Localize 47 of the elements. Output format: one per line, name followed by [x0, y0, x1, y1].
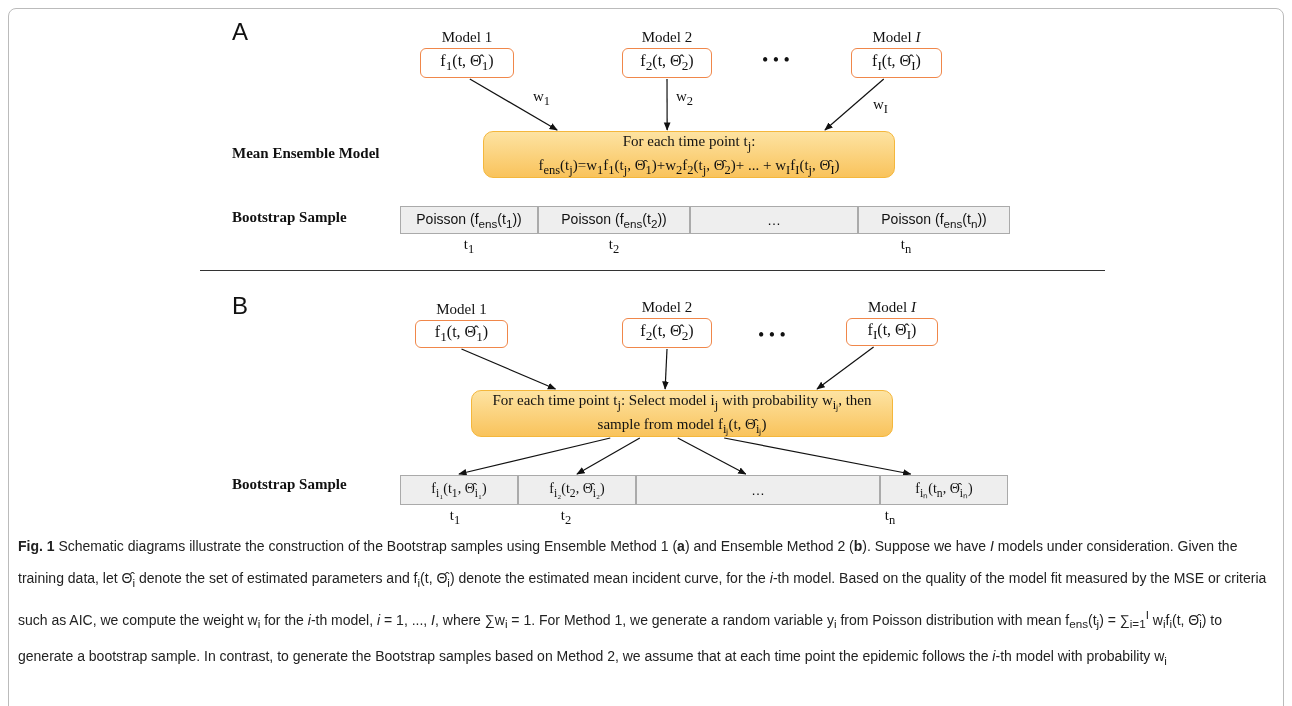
panel-letter: A — [232, 18, 248, 46]
arrow — [469, 78, 558, 131]
arrow — [824, 78, 885, 131]
time-label: t$_{1}$ — [463, 236, 475, 257]
arrow — [677, 437, 747, 475]
figure-caption: Fig. 1 Schematic diagrams illustrate the construction of the Bootstrap samples using Ensemble Method 1 (a) and Ensemble Method 2 (b). Suppose we have I models under consideration. Given the training data, let Θ̂$_{i}$ denote the set of estimated parameters and f$_{i}$(t, Θ̂$_{i}$) denote the estimated mean incident curve, for the i-th model. Based on the quality of the model fit measured by the MSE or criteria such as AIC, we compute the weight w$_{i}$ for the i-th model, i= 1, ..., I, where ∑w$_{i}$ = 1. For Method 1, we generate a random variable y$_{i}$ from Poisson distribution with mean f$_{ens}$(t$_{j}$) = ∑$_{i=1}$$^{I}$ w$_{i}$f$_{i}$(t, Θ̂$_{i}$) to generate a bootstrap sample. In contrast, to generate the Bootstrap samples based on Method 2, we assume that at each time point the epidemic follows the i-th model with probability w$_{i}$ — [18, 537, 1268, 670]
model-box: f$_{I}$(t, Θ̂$_{I}$) — [846, 318, 938, 346]
arrow — [460, 348, 557, 390]
table-cell: Poisson (f$_{ens}$(t$_{2}$)) — [538, 206, 690, 234]
model-box: f$_{2}$(t, Θ̂$_{2}$) — [622, 318, 712, 348]
model-box: f$_{1}$(t, Θ̂$_{1}$) — [415, 320, 508, 348]
model-box: f$_{2}$(t, Θ̂$_{2}$) — [622, 48, 712, 78]
time-label: t$_{n}$ — [900, 236, 912, 257]
table-cell: f$_{iₙ}$(t$_{n}$, Θ̂$_{iₙ}$) — [880, 475, 1008, 505]
time-label: t$_{1}$ — [449, 507, 461, 528]
time-label: t$_{2}$ — [560, 507, 572, 528]
ellipsis-mark: • • • — [758, 325, 786, 346]
arrow — [662, 348, 669, 390]
process-text: f$_{ens}$(t$_{j}$)=w$_{1}$f$_{1}$(t$_{j}$, Θ̂$_{1}$)+w$_{2}$f$_{2}$(t$_{j}$, Θ̂$_{2}$)+ ... + w$_{I}$f$_{I}$(t$_{j}$, Θ̂$_{I}$) — [538, 155, 840, 179]
table-cell: … — [636, 475, 880, 505]
ellipsis-mark: • • • — [762, 50, 790, 71]
arrow — [458, 437, 611, 476]
process-text: For each time point t$_{j}$: — [622, 131, 756, 155]
model-heading: Model 1 — [435, 301, 488, 318]
model-heading: Model I — [867, 299, 918, 316]
arrow — [663, 78, 671, 131]
arrow — [576, 437, 641, 475]
table-cell: Poisson (f$_{ens}$(t$_{n}$)) — [858, 206, 1010, 234]
table-cell: Poisson (f$_{ens}$(t$_{1}$)) — [400, 206, 538, 234]
time-label: t$_{2}$ — [608, 236, 620, 257]
model-heading: Model I — [871, 29, 922, 46]
row-label: Bootstrap Sample — [232, 209, 347, 226]
table-cell: f$_{i₁}$(t$_{1}$, Θ̂$_{i₁}$) — [400, 475, 518, 505]
arrow — [723, 437, 912, 476]
model-box: f$_{1}$(t, Θ̂$_{1}$) — [420, 48, 514, 78]
panel-letter: B — [232, 292, 248, 320]
model-heading: Model 1 — [440, 29, 494, 46]
model-box: f$_{I}$(t, Θ̂$_{I}$) — [851, 48, 942, 78]
arrow — [816, 346, 875, 390]
time-label: t$_{n}$ — [884, 507, 896, 528]
row-label: Mean Ensemble Model — [232, 145, 380, 162]
model-heading: Model 2 — [640, 299, 694, 316]
process-text: For each time point t$_{j}$: Select model i$_{j}$ with probability w$_{iⱼ}$, then sample from model f$_{iⱼ}$(t, Θ̂$_{iⱼ}$) — [491, 390, 873, 438]
model-heading: Model 2 — [640, 29, 694, 46]
row-label: Bootstrap Sample — [232, 476, 347, 493]
table-cell: f$_{i₂}$(t$_{2}$, Θ̂$_{i₂}$) — [518, 475, 636, 505]
table-cell: … — [690, 206, 858, 234]
